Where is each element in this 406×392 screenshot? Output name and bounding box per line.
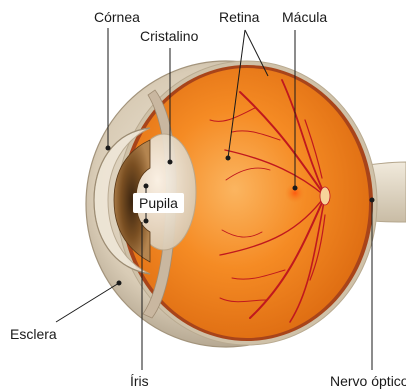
label-pupila: Pupila (133, 193, 184, 213)
optic-disc (320, 187, 330, 205)
label-nervo-optico: Nervo óptico (330, 373, 406, 389)
label-esclera: Esclera (10, 326, 57, 342)
pointer-esclera (56, 283, 119, 322)
label-retina: Retina (219, 9, 259, 25)
label-iris: Íris (130, 373, 149, 389)
label-macula: Mácula (282, 9, 327, 25)
label-cristalino: Cristalino (140, 28, 198, 44)
label-cornea: Córnea (94, 9, 140, 25)
